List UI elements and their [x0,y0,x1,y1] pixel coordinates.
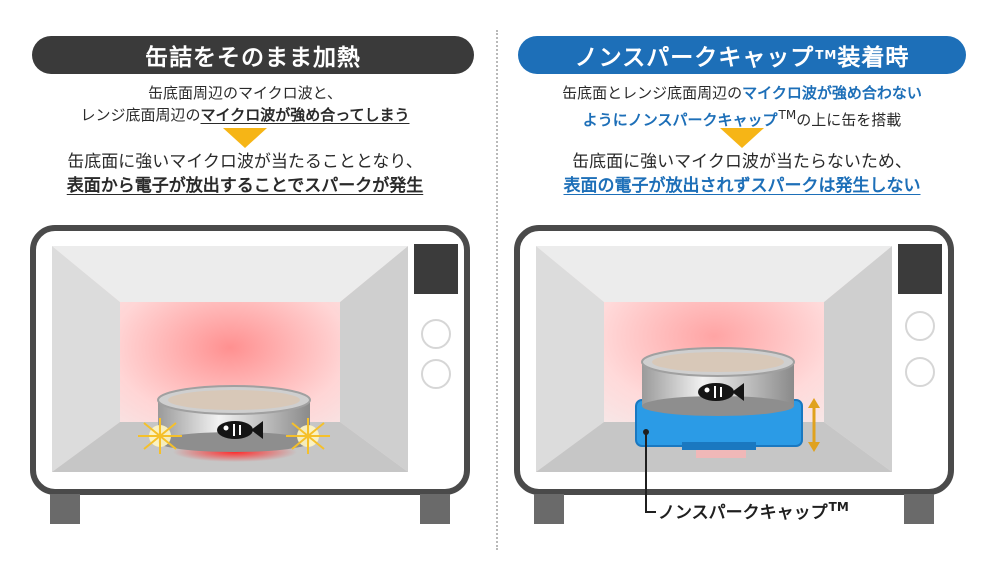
fish-icon [217,421,263,439]
down-arrow-icon [720,128,764,148]
spark-icon-right [286,418,330,454]
interior-left-wall [52,246,120,472]
right-desc1-line1-emph: マイクロ波が強め合わない [742,84,922,102]
left-title-text: 缶詰をそのまま加熱 [145,45,361,71]
center-divider [496,30,498,550]
right-desc1-line2-tm: TM [778,108,797,122]
right-desc2-line1: 缶底面に強いマイクロ波が当たらないため、 [572,152,912,172]
control-display [898,244,942,294]
control-knob-2 [905,357,935,387]
right-title-suffix: 装着時 [837,45,910,71]
control-knob-1 [905,311,935,341]
right-title-tm: TM [815,48,838,62]
can-icon [157,385,311,452]
left-desc2-line1: 缶底面に強いマイクロ波が当たることとなり、 [67,152,423,172]
can-icon [641,347,795,416]
left-desc1-line2: レンジ底面周辺のマイクロ波が強め合ってしまう [0,104,490,126]
interior-ceiling [52,246,408,302]
microwave-foot-right [904,494,934,524]
microwave-foot-right [420,494,450,524]
down-arrow-icon [223,128,267,148]
left-description-1: 缶底面周辺のマイクロ波と、 レンジ底面周辺のマイクロ波が強め合ってしまう [0,82,490,126]
interior-right-wall [340,246,408,472]
microwave-foot-left [534,494,564,524]
right-desc1-line1-pre: 缶底面とレンジ底面周辺の [562,84,743,102]
cap-label-text: ノンスパークキャップ [658,503,828,523]
left-desc1-line1: 缶底面周辺のマイクロ波と、 [147,84,343,102]
right-description-1: 缶底面とレンジ底面周辺のマイクロ波が強め合わない ようにノンスパークキャップTM… [504,82,980,131]
right-desc1-line2-post: の上に缶を搭載 [796,111,902,129]
right-desc2-line2: 表面の電子が放出されずスパークは発生しない [563,176,921,196]
cap-label-tm: TM [828,500,849,515]
cap-label: ノンスパークキャップTM [656,498,851,523]
right-desc1-line2: ようにノンスパークキャップTMの上に缶を搭載 [504,104,980,131]
right-description-2: 缶底面に強いマイクロ波が当たらないため、 表面の電子が放出されずスパークは発生し… [504,150,980,198]
interior-right-wall [824,246,892,472]
microwave-foot-left [50,494,80,524]
panel-without-cap: 缶詰をそのまま加熱 缶底面周辺のマイクロ波と、 レンジ底面周辺のマイクロ波が強め… [0,0,490,570]
spark-icon-left [138,418,182,454]
microwave-icon [514,225,954,524]
left-description-2: 缶底面に強いマイクロ波が当たることとなり、 表面から電子が放出することでスパーク… [0,150,490,198]
left-title: 缶詰をそのまま加熱 [32,36,474,74]
left-desc1-line2-emph: マイクロ波が強め合ってしまう [200,106,410,124]
double-arrow-icon [808,398,820,452]
right-desc1-line1: 缶底面とレンジ底面周辺のマイクロ波が強め合わない [504,82,980,104]
interior-ceiling [536,246,892,302]
right-title-text: ノンスパークキャップ [574,45,815,71]
right-desc1-line2-emph: ようにノンスパークキャップ [582,111,778,129]
left-desc1-line2-pre: レンジ底面周辺の [80,106,201,124]
fish-icon [698,383,744,401]
microwave-icon [30,225,470,524]
interior-left-wall [536,246,604,472]
control-knob-2 [421,359,451,389]
control-display [414,244,458,294]
control-knob-1 [421,319,451,349]
left-desc2-line2: 表面から電子が放出することでスパークが発生 [66,176,424,196]
